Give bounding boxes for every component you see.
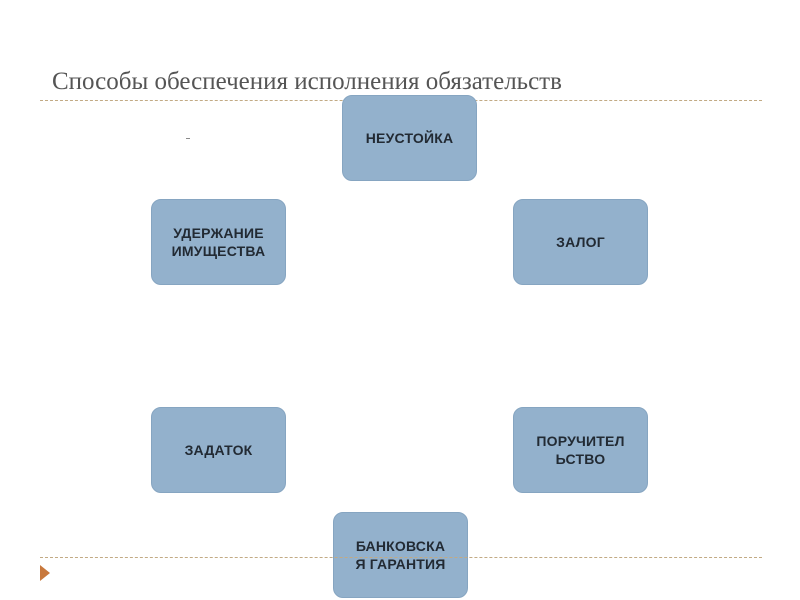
node-zadatok: ЗАДАТОК — [151, 407, 286, 493]
node-bankovskaya-garantiya: БАНКОВСКА Я ГАРАНТИЯ — [333, 512, 468, 598]
stray-mark — [186, 138, 190, 139]
node-neustoyka: НЕУСТОЙКА — [342, 95, 477, 181]
node-label: УДЕРЖАНИЕ ИМУЩЕСТВА — [171, 225, 266, 259]
node-label: НЕУСТОЙКА — [365, 130, 454, 146]
node-uderzhanie-imushchestva: УДЕРЖАНИЕ ИМУЩЕСТВА — [151, 199, 286, 285]
node-label: ПОРУЧИТЕЛ ЬСТВО — [536, 433, 625, 467]
node-label: ЗАДАТОК — [184, 442, 253, 458]
node-label: ЗАЛОГ — [556, 234, 605, 250]
orange-triangle-bullet-icon — [40, 565, 50, 581]
node-poruchitelstvo: ПОРУЧИТЕЛ ЬСТВО — [513, 407, 648, 493]
slide-title: Способы обеспечения исполнения обязатель… — [52, 68, 562, 95]
node-label: БАНКОВСКА Я ГАРАНТИЯ — [355, 538, 446, 572]
node-zalog: ЗАЛОГ — [513, 199, 648, 285]
footer-divider — [40, 557, 762, 558]
